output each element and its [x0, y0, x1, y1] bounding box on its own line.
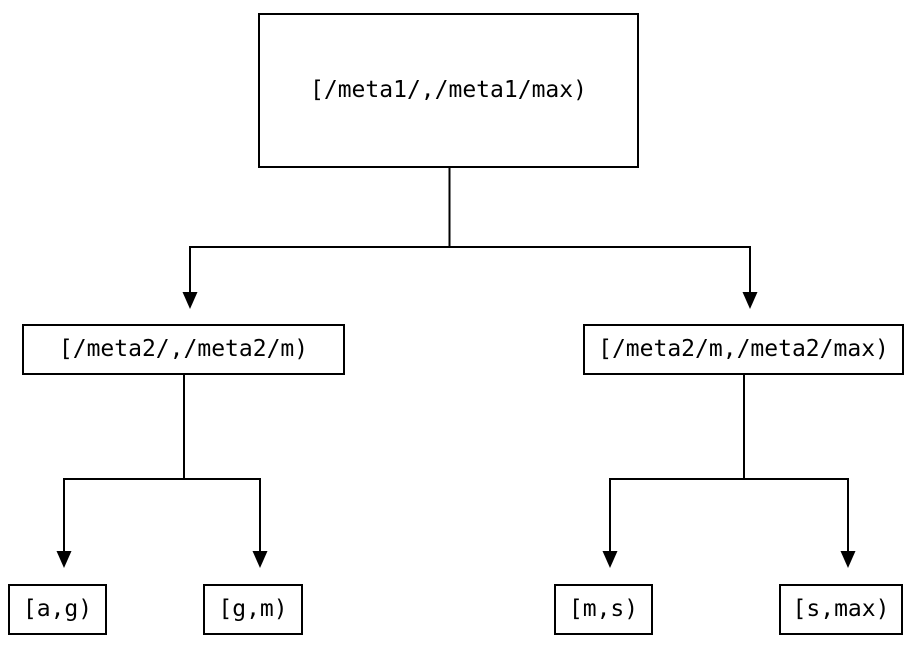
leaf-gm-label: [g,m) — [218, 596, 288, 622]
edge-root-left — [182, 168, 451, 309]
node-root: [/meta1/,/meta1/max) — [258, 13, 639, 168]
node-left-child: [/meta2/,/meta2/m) — [22, 324, 345, 375]
edge-right-leafsmax — [744, 478, 856, 568]
arrow-down-icon — [182, 292, 198, 309]
edge-right-leafms — [602, 375, 745, 568]
edge-root-right — [449, 246, 758, 309]
node-left-label: [/meta2/,/meta2/m) — [58, 336, 309, 362]
leaf-node-ms: [m,s) — [554, 584, 653, 635]
arrow-down-icon — [56, 551, 72, 568]
leaf-smax-label: [s,max) — [792, 596, 890, 622]
arrow-down-icon — [742, 292, 758, 309]
arrow-down-icon — [602, 551, 618, 568]
leaf-ms-label: [m,s) — [568, 596, 639, 622]
leaf-node-smax: [s,max) — [779, 584, 903, 635]
arrow-down-icon — [252, 551, 268, 568]
arrow-down-icon — [840, 551, 856, 568]
node-right-label: [/meta2/m,/meta2/max) — [598, 336, 889, 362]
node-right-child: [/meta2/m,/meta2/max) — [583, 324, 904, 375]
edge-left-leafag — [56, 375, 185, 568]
node-root-label: [/meta1/,/meta1/max) — [310, 77, 587, 103]
leaf-node-gm: [g,m) — [203, 584, 303, 635]
leaf-ag-label: [a,g) — [22, 596, 93, 622]
edge-left-leafgm — [184, 478, 268, 568]
leaf-node-ag: [a,g) — [8, 584, 107, 635]
